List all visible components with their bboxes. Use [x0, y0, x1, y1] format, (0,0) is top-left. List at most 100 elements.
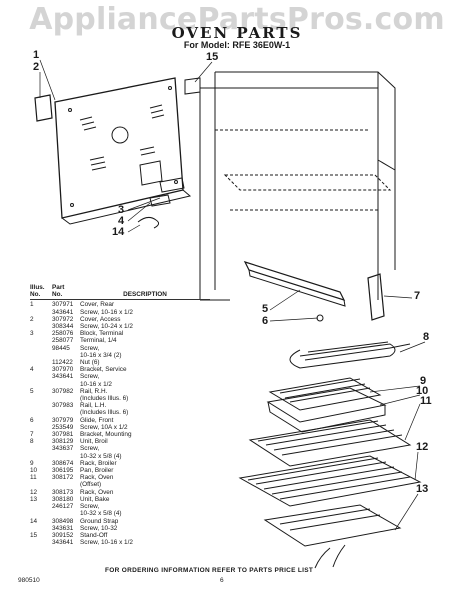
cell-illus-no: 13 — [30, 495, 38, 503]
cell-description: Terminal, 1/4 — [80, 337, 117, 345]
callout-6: 6 — [262, 315, 269, 327]
cell-description: Screw, 10-16 x 1/2 — [80, 539, 133, 547]
cell-illus-no: 9 — [30, 459, 34, 467]
cell-illus-no — [30, 445, 52, 452]
cell-part-no: 308674 — [52, 459, 74, 467]
callout-7: 7 — [414, 290, 421, 302]
cell-description: 10-16 x 3/4 (2) — [80, 351, 122, 359]
table-row: 14 308498 Ground Strap — [30, 518, 210, 525]
callout-15: 15 — [206, 51, 219, 63]
cell-description: Screw, 10A x 1/2 — [80, 423, 128, 431]
cell-part-no: 307979 — [52, 416, 74, 424]
cell-illus-no — [30, 539, 52, 546]
stand-off — [184, 77, 201, 95]
bake-unit — [263, 504, 402, 569]
callout-4: 4 — [118, 215, 125, 227]
cell-description: (Includes Illus. 6) — [80, 409, 129, 417]
oven-rail — [243, 261, 346, 322]
cell-description: Unit, Broil — [80, 438, 108, 446]
cell-illus-no — [30, 481, 52, 488]
cell-illus-no — [30, 409, 52, 416]
cell-illus-no: 10 — [30, 467, 38, 475]
table-row: 343637 Screw, — [30, 445, 210, 452]
cell-description: Stand-Off — [80, 531, 108, 539]
cell-illus-no — [30, 503, 52, 510]
access-cover — [34, 94, 53, 122]
cell-part-no: 309152 — [52, 531, 74, 539]
cell-illus-no: 14 — [30, 517, 38, 525]
cell-part-no: 308172 — [52, 474, 74, 482]
watermark-text: AppliancePartsPros.com — [29, 2, 445, 37]
cell-illus-no — [30, 525, 52, 532]
header-description: DESCRIPTION — [123, 291, 167, 299]
cell-description: Rack, Oven — [80, 488, 114, 496]
cell-description: Screw, — [80, 445, 100, 453]
cell-part-no: 307972 — [52, 315, 74, 323]
cell-part-no — [52, 409, 80, 416]
cell-illus-no: 3 — [30, 330, 34, 338]
cell-description: Cover, Rear — [80, 301, 115, 309]
cell-part-no: 253549 — [52, 423, 74, 431]
cell-part-no: 343637 — [52, 445, 74, 453]
cell-description: Screw, 10-16 x 1/2 — [80, 308, 133, 316]
cell-illus-no: 4 — [30, 366, 34, 374]
cell-illus-no — [30, 309, 52, 316]
callout-10: 10 — [416, 385, 429, 397]
cell-description: Pan, Broiler — [80, 467, 114, 475]
document-number: 980510 — [18, 577, 40, 584]
cell-part-no — [52, 453, 80, 460]
cell-part-no: 246127 — [52, 503, 74, 511]
cell-illus-no — [30, 323, 52, 330]
cell-illus-no — [30, 453, 52, 460]
table-row: (Includes Illus. 6) — [30, 395, 210, 402]
table-row: 10-32 x 5/8 (4) — [30, 453, 210, 460]
cell-illus-no: 11 — [30, 474, 37, 482]
parts-list-header: Illus. No. Part No. DESCRIPTION — [30, 284, 210, 301]
cell-description: Rack, Oven — [80, 474, 114, 482]
cell-illus-no — [30, 373, 52, 380]
cell-illus-no: 2 — [30, 315, 34, 323]
cell-description: Glide, Front — [80, 416, 114, 424]
table-row: 343631 Screw, 10-32 — [30, 525, 210, 532]
cell-part-no — [52, 352, 80, 359]
cell-description: Unit, Bake — [80, 495, 110, 503]
cell-description: Ground Strap — [80, 517, 119, 525]
callout-9: 9 — [420, 375, 427, 387]
callout-11: 11 — [420, 395, 432, 407]
cell-description: (Offset) — [80, 481, 102, 489]
oven-rack — [238, 455, 422, 507]
cell-description: 10-16 x 1/2 — [80, 380, 112, 388]
cell-illus-no — [30, 352, 52, 359]
cell-part-no: 258077 — [52, 337, 74, 345]
cell-part-no: 308129 — [52, 438, 74, 446]
cell-description: Block, Terminal — [80, 330, 124, 338]
oven-rack-offset — [248, 419, 412, 467]
cell-part-no: 343631 — [52, 524, 74, 532]
cell-part-no: 307981 — [52, 431, 74, 439]
cell-part-no: 308498 — [52, 517, 74, 525]
cell-illus-no: 12 — [30, 488, 38, 496]
mounting-bracket — [367, 273, 385, 321]
cell-description: Screw, 10-32 — [80, 524, 118, 532]
cell-part-no — [52, 481, 80, 488]
table-row: 343641 Screw, 10-16 x 1/2 — [30, 539, 210, 546]
cell-illus-no — [30, 402, 52, 409]
table-row: 10-16 x 1/2 — [30, 381, 210, 388]
table-row: (Includes Illus. 6) — [30, 409, 210, 416]
cell-part-no: 308344 — [52, 323, 74, 331]
cell-part-no: 343641 — [52, 539, 74, 547]
cell-illus-no — [30, 337, 52, 344]
page-number: 6 — [220, 577, 224, 584]
